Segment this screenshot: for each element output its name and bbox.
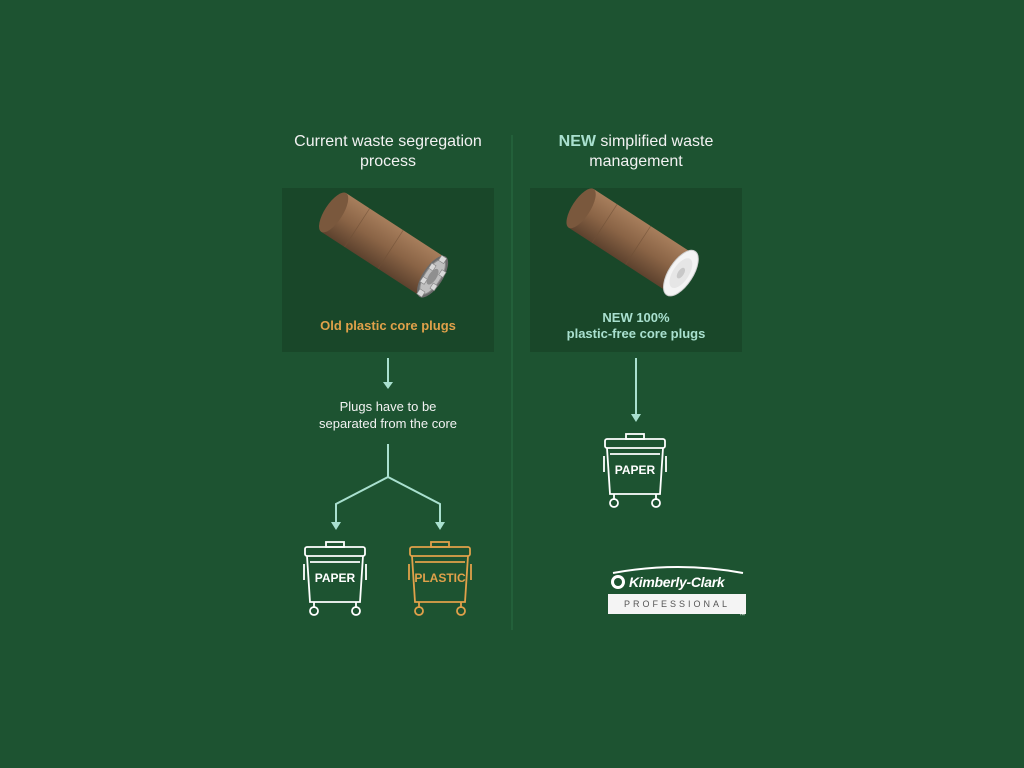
- paper-bin-icon: [303, 541, 367, 616]
- arrow-down-icon: [631, 358, 641, 422]
- new-core-panel: NEW 100% plastic-free core plugs: [530, 188, 742, 352]
- logo-sub-text: PROFESSIONAL: [623, 599, 731, 609]
- logo-brand-row: Kimberly-Clark: [611, 572, 747, 592]
- paper-bin-icon: [603, 433, 667, 508]
- new-core-caption: NEW 100% plastic-free core plugs: [566, 310, 706, 341]
- plastic-bin-label: PLASTIC: [414, 571, 466, 585]
- right-title: NEW simplified waste management: [558, 133, 714, 170]
- paper-bin-label: PAPER: [314, 571, 356, 585]
- separation-note: Plugs have to be separated from the core: [318, 399, 458, 431]
- left-title: Current waste segregation process: [294, 133, 482, 170]
- paper-bin-right: PAPER: [602, 432, 668, 510]
- logo-swoosh: [612, 566, 744, 574]
- split-arrow-icon: [331, 444, 445, 530]
- old-core-panel: Old plastic core plugs: [282, 188, 494, 352]
- paper-bin-label: PAPER: [614, 463, 656, 477]
- logo-brand-text: Kimberly-Clark: [629, 574, 725, 590]
- column-divider: [511, 135, 513, 630]
- paper-bin-left: PAPER: [302, 540, 368, 618]
- plastic-bin-icon: [408, 541, 472, 616]
- kimberly-clark-logo: Kimberly-Clark PROFESSIONAL ™: [607, 563, 749, 623]
- old-core-tube-illustration: [319, 192, 449, 298]
- logo-emblem-icon: [611, 575, 625, 589]
- logo-sub-bar: PROFESSIONAL: [608, 594, 746, 614]
- arrow-down-icon: [383, 358, 393, 389]
- new-core-tube-illustration: [566, 188, 699, 297]
- plastic-bin-left: PLASTIC: [407, 540, 473, 618]
- logo-tm: ™: [739, 613, 745, 619]
- old-core-caption: Old plastic core plugs: [320, 318, 456, 333]
